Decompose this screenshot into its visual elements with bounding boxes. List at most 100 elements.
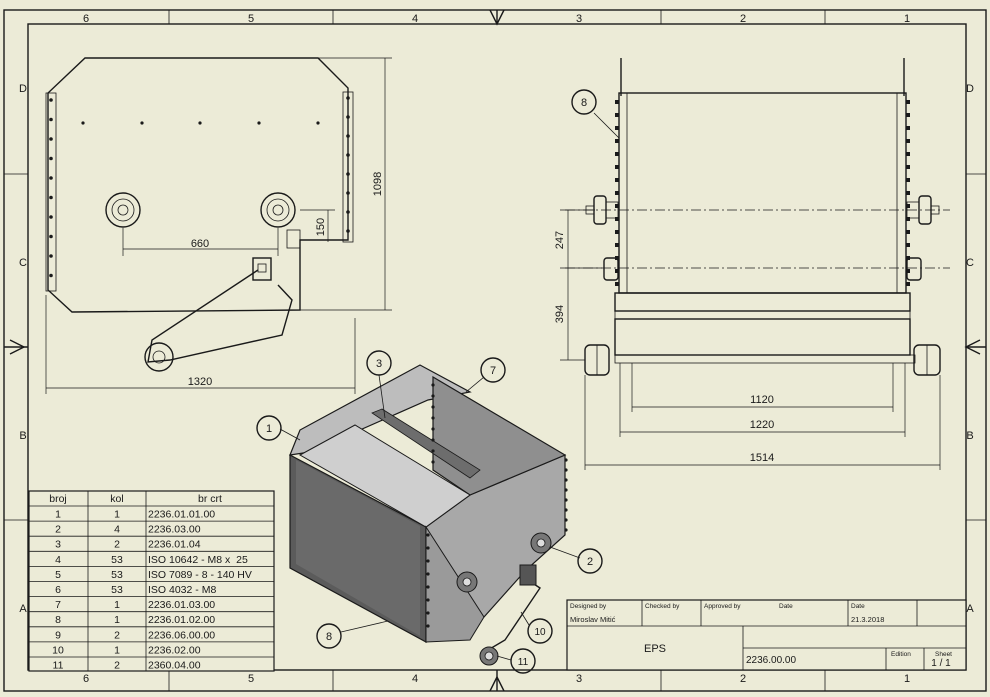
side-view-right-wheel	[913, 344, 941, 376]
bolt-head	[906, 191, 910, 195]
dim-150: 150	[315, 218, 327, 236]
zone-row-c-right: C	[966, 257, 974, 269]
tb-drawing-number: 2236.00.00	[746, 655, 796, 666]
outer-border	[3, 9, 987, 692]
bolt-head	[431, 416, 435, 420]
bolt-head	[615, 282, 619, 286]
bom-cell-broj: 4	[55, 554, 61, 566]
iso-tensioner	[519, 564, 537, 586]
top-view-lever-arm	[147, 269, 293, 363]
zone-col-1-bottom: 1	[904, 673, 910, 685]
balloon-2-label: 2	[587, 556, 593, 568]
zone-row-b-left: B	[19, 430, 26, 442]
balloon-1	[256, 415, 282, 441]
bolt-head	[426, 585, 430, 589]
bolt-head	[564, 488, 568, 492]
tb-date: 21.3.2018	[851, 615, 884, 624]
bom-cell-br-crt: ISO 7089 - 8 - 140 HV	[148, 569, 252, 581]
dim-394: 394	[554, 305, 566, 323]
iso-pulley	[479, 646, 499, 666]
zone-col-5-bottom: 5	[248, 673, 254, 685]
top-view-left-flange	[45, 92, 57, 292]
bolt-head	[906, 269, 910, 273]
bom-cell-broj: 3	[55, 539, 61, 551]
side-view-left-wheel	[584, 344, 610, 376]
zone-ticks	[4, 10, 986, 691]
tb-approved-date-label: Date	[779, 603, 793, 610]
bolt-head	[906, 126, 910, 130]
tb-title: EPS	[644, 643, 666, 655]
bolt-head	[564, 458, 568, 462]
balloons: 1 1 2 3 7 8 10 11	[256, 89, 620, 674]
bolt-hole	[49, 156, 53, 161]
top-view-bolts	[49, 96, 350, 278]
bolt-head	[564, 528, 568, 532]
balloon-11-label: 11	[518, 657, 529, 668]
bom-cell-kol: 53	[111, 554, 123, 566]
dim-660: 660	[191, 238, 209, 250]
top-view-right-flange	[342, 91, 354, 243]
bolt-head	[615, 100, 619, 104]
tb-designed-by-label: Designed by	[570, 603, 607, 610]
zone-col-6-top: 6	[83, 13, 89, 25]
bom-header-br-crt: br crt	[198, 493, 222, 505]
bolt-head	[426, 572, 430, 576]
bom-cell-br-crt: 2236.06.00.00	[148, 629, 215, 641]
balloon-7	[480, 357, 506, 383]
centering-marks	[4, 9, 986, 692]
top-view-bearing-right	[260, 192, 296, 228]
zone-col-4-top: 4	[412, 13, 418, 25]
bom-cell-broj: 9	[55, 629, 61, 641]
side-view-base	[614, 318, 911, 356]
balloon-8-side-text: 8	[581, 97, 587, 109]
bolt-hole	[346, 172, 350, 176]
side-view-left-tensioner	[603, 257, 619, 281]
bolt-head	[615, 165, 619, 169]
top-view-outline	[47, 57, 349, 313]
bolt-head	[615, 152, 619, 156]
dim-1120: 1120	[750, 394, 774, 406]
bolt-head	[426, 559, 430, 563]
bolt-hole	[49, 176, 53, 180]
iso-inclined-plate	[298, 424, 471, 528]
dim-1098: 1098	[372, 172, 384, 196]
side-view-bolts	[615, 100, 910, 286]
top-view-lever-bearing	[144, 342, 174, 372]
balloon-10-label: 10	[534, 627, 546, 638]
bolt-head	[615, 217, 619, 221]
tb-edition-label: Edition	[891, 651, 911, 658]
dim-1320: 1320	[188, 376, 212, 388]
bom-header-broj: broj	[49, 493, 67, 505]
bom-cell-kol: 53	[111, 569, 123, 581]
bolt-head	[431, 460, 435, 464]
bom-cell-broj: 11	[53, 660, 64, 672]
balloon-3	[366, 350, 392, 376]
bolt-head	[426, 624, 430, 628]
bom-cell-br-crt: 2236.01.04	[148, 539, 201, 551]
bom-cell-broj: 6	[55, 584, 61, 596]
balloon-7-label: 7	[490, 365, 496, 377]
zone-labels: 6 5 4 3 2 1 6 5 4 3 2 1 D C B A D C B A	[19, 13, 974, 685]
bolt-head	[431, 449, 435, 453]
isometric-view	[289, 364, 568, 666]
iso-rail	[371, 408, 481, 479]
bolt-head	[431, 427, 435, 431]
dim-1220: 1220	[750, 419, 774, 431]
side-view: 247 394 1120 1220 1514	[554, 58, 950, 470]
bolt-hole	[198, 121, 202, 125]
bom-cell-broj: 7	[55, 599, 61, 611]
bom-cell-br-crt: 2236.01.01.00	[148, 509, 215, 521]
bolt-head	[564, 508, 568, 512]
bolt-hole	[346, 210, 350, 214]
zone-col-1-top: 1	[904, 13, 910, 25]
bolt-hole	[346, 134, 350, 138]
zone-col-2-bottom: 2	[740, 673, 746, 685]
balloon-3-label: 3	[376, 358, 382, 370]
bolt-head	[615, 269, 619, 273]
